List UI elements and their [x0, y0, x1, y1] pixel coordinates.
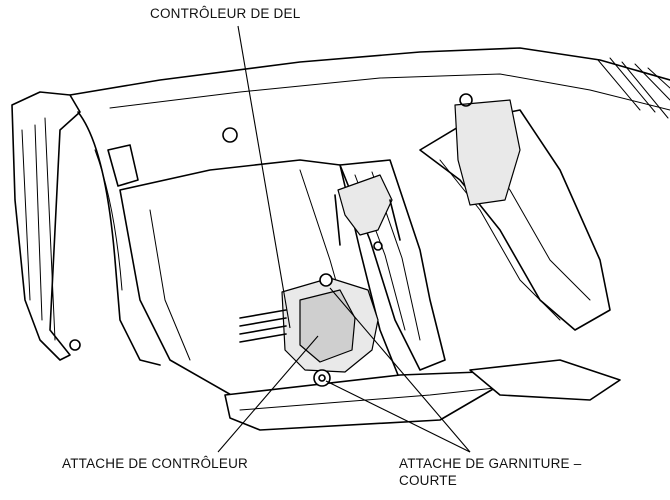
label-led-controller: CONTRÔLEUR DE DEL	[150, 6, 301, 21]
controller-connector-pins	[239, 309, 287, 343]
panel-top-edge	[69, 47, 670, 96]
label-trim-fastener-line1: ATTACHE DE GARNITURE –	[399, 456, 582, 471]
right-lip	[469, 359, 621, 401]
left-bracket	[11, 91, 81, 361]
fork-clip-arms	[334, 194, 401, 246]
left-rib-inner	[94, 149, 123, 291]
leader-led-controller	[237, 25, 291, 329]
mounting-hole-4	[69, 339, 81, 351]
label-trim-fastener-line2: COURTE	[399, 473, 457, 488]
leader-controller-fastener	[217, 335, 319, 453]
mounting-hole-2	[459, 93, 473, 107]
leader-trim-fastener-1	[329, 287, 471, 453]
controller-fastener	[319, 273, 333, 287]
leader-trim-fastener-2	[325, 380, 471, 453]
channel-inner-left	[149, 209, 191, 361]
hatch-lines	[597, 57, 670, 119]
base-slab-edge	[239, 387, 496, 411]
led-controller-face	[299, 289, 356, 363]
trim-fastener	[313, 369, 331, 387]
mounting-hole-3	[373, 241, 383, 251]
left-rib	[77, 111, 161, 366]
right-bracket	[454, 99, 521, 206]
fork-clip	[337, 174, 393, 236]
left-bracket-detail	[21, 117, 56, 341]
trim-fastener-center	[318, 374, 326, 382]
left-tab	[107, 144, 139, 187]
panel-top-inner-edge	[109, 73, 670, 111]
label-controller-fastener: ATTACHE DE CONTRÔLEUR	[62, 456, 248, 471]
base-slab	[224, 371, 501, 431]
mounting-hole-1	[222, 127, 238, 143]
